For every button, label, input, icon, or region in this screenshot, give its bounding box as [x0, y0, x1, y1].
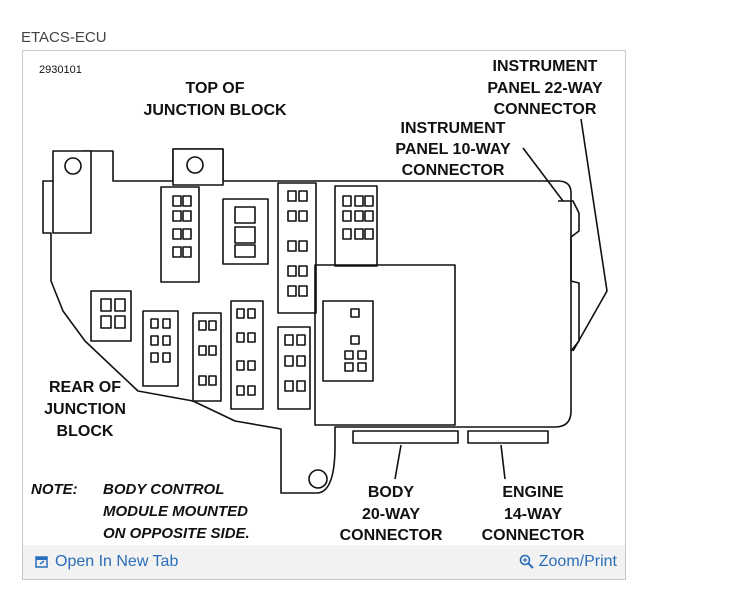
label-ip10-3: CONNECTOR [402, 162, 505, 179]
image-footer: Open In New Tab Zoom/Print [23, 545, 625, 579]
center-mount-hole [186, 156, 204, 174]
label-rear-2: JUNCTION [44, 401, 126, 418]
rear-relay [90, 290, 132, 342]
label-engine-3: CONNECTOR [482, 527, 585, 544]
note-line-1: BODY CONTROL [103, 481, 224, 498]
center-mounting-tab [172, 148, 224, 186]
image-caption: ETACS-ECU [21, 29, 107, 46]
bottom-mount-hole [308, 469, 328, 489]
label-body-3: CONNECTOR [340, 527, 443, 544]
label-rear-3: BLOCK [57, 423, 114, 440]
right-side-profile [558, 200, 580, 352]
relay-block-1 [222, 198, 269, 265]
ip10-leader [522, 147, 564, 202]
note-line-3: ON OPPOSITE SIDE. [103, 525, 250, 542]
label-engine-1: ENGINE [502, 484, 564, 501]
note-label: NOTE: [31, 481, 78, 498]
module-housing [314, 264, 456, 426]
rear-fuse-block-3 [230, 300, 264, 410]
label-rear-1: REAR OF [49, 379, 121, 396]
fuse-block-2 [277, 182, 317, 314]
left-mount-hole [64, 157, 82, 175]
engine-14-way-connector [467, 430, 549, 444]
ip22-leader [572, 118, 608, 352]
label-ip22-2: PANEL 22-WAY [487, 80, 603, 97]
junction-block-outline [42, 148, 572, 494]
open-in-new-tab-link[interactable]: Open In New Tab [35, 553, 178, 571]
label-body-2: 20-WAY [362, 506, 420, 523]
body-leader [394, 444, 402, 480]
open-in-new-tab-label: Open In New Tab [55, 553, 179, 570]
junction-block-diagram: 2930101 TOP OF JUNCTION BLOCK INSTRUMENT… [31, 58, 608, 544]
figure-id-number: 2930101 [39, 64, 82, 76]
fuse-block-1 [160, 186, 200, 283]
fuse-block-3 [334, 185, 378, 267]
label-engine-2: 14-WAY [504, 506, 562, 523]
rear-fuse-block-4 [277, 326, 311, 410]
label-ip22-3: CONNECTOR [494, 101, 597, 118]
label-ip10-2: PANEL 10-WAY [395, 141, 511, 158]
label-top-1: TOP OF [186, 80, 245, 97]
note-line-2: MODULE MOUNTED [103, 503, 248, 520]
label-ip10-1: INSTRUMENT [401, 120, 506, 137]
new-tab-icon [35, 556, 48, 568]
zoom-print-link[interactable]: Zoom/Print [519, 553, 617, 571]
label-top-2: JUNCTION BLOCK [143, 102, 287, 119]
body-20-way-connector [352, 430, 459, 444]
module-window [322, 300, 374, 382]
diagram-frame: 2930101 TOP OF JUNCTION BLOCK INSTRUMENT… [22, 50, 626, 580]
label-body-1: BODY [368, 484, 415, 501]
zoom-print-label: Zoom/Print [538, 553, 617, 570]
left-mounting-tab [52, 150, 92, 234]
rear-fuse-block-1 [142, 310, 179, 387]
engine-leader [500, 444, 506, 480]
rear-fuse-block-2 [192, 312, 222, 402]
label-ip22-1: INSTRUMENT [493, 58, 598, 75]
zoom-icon [519, 554, 534, 569]
